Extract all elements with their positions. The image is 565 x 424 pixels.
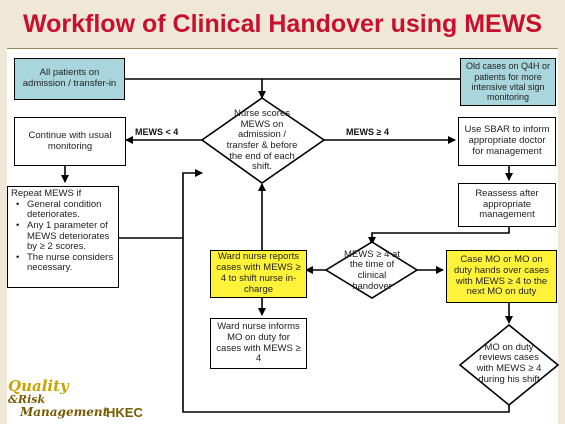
title-band	[0, 0, 565, 48]
box-repeat-mews: Repeat MEWS if General condition deterio…	[7, 186, 119, 288]
box-use-sbar: Use SBAR to inform appropriate doctor fo…	[458, 117, 556, 166]
mo-reviews-text: MO on duty reviews cases with MEWS ≥ 4 d…	[476, 341, 542, 385]
label-mews-greater-equal-4: MEWS ≥ 4	[346, 127, 389, 137]
box-ward-nurse-informs: Ward nurse informs MO on duty for cases …	[210, 318, 307, 369]
left-border-strip	[0, 48, 7, 424]
label-mews-less-than-4: MEWS < 4	[135, 127, 179, 137]
connector-repeat-loop	[119, 169, 203, 239]
quality-risk-management-logo: Quality &Risk Management HKEC	[6, 377, 156, 422]
logo-org-text: HKEC	[106, 405, 143, 420]
box-all-patients: All patients on admission / transfer-in	[14, 58, 125, 100]
repeat-mews-item: Any 1 parameter of MEWS deteriorates by …	[16, 220, 115, 253]
repeat-mews-item: The nurse considers necessary.	[16, 252, 115, 274]
connector-reassess-loop	[371, 227, 510, 238]
repeat-mews-list: General condition deteriorates. Any 1 pa…	[11, 199, 115, 274]
right-border-strip	[558, 48, 565, 424]
box-reassess: Reassess after appropriate management	[458, 183, 556, 227]
decision-mo-reviews	[458, 323, 560, 407]
repeat-mews-item: General condition deteriorates.	[16, 199, 115, 221]
box-old-cases: Old cases on Q4H or patients for more in…	[460, 58, 556, 106]
box-ward-nurse-reports: Ward nurse reports cases with MEWS ≥ 4 t…	[210, 250, 307, 298]
logo-quality-text: Quality	[8, 377, 69, 395]
decision-mews-handover	[324, 241, 419, 299]
box-case-mo: Case MO or MO on duty hands over cases w…	[446, 250, 557, 303]
connector-bottom-return	[182, 238, 510, 413]
page-title: Workflow of Clinical Handover using MEWS	[22, 10, 543, 38]
logo-risk-text: &Risk	[8, 393, 46, 406]
mews-handover-text: MEWS ≥ 4 at the time of clinical handove…	[344, 248, 400, 292]
nurse-scores-text: Nurse scores MEWS on admission / transfe…	[226, 108, 298, 173]
repeat-mews-title: Repeat MEWS if	[11, 188, 82, 199]
box-continue-monitoring: Continue with usual monitoring	[14, 117, 126, 166]
logo-management-text: Management	[20, 405, 109, 419]
title-divider	[0, 48, 565, 49]
decision-nurse-scores	[200, 97, 326, 184]
